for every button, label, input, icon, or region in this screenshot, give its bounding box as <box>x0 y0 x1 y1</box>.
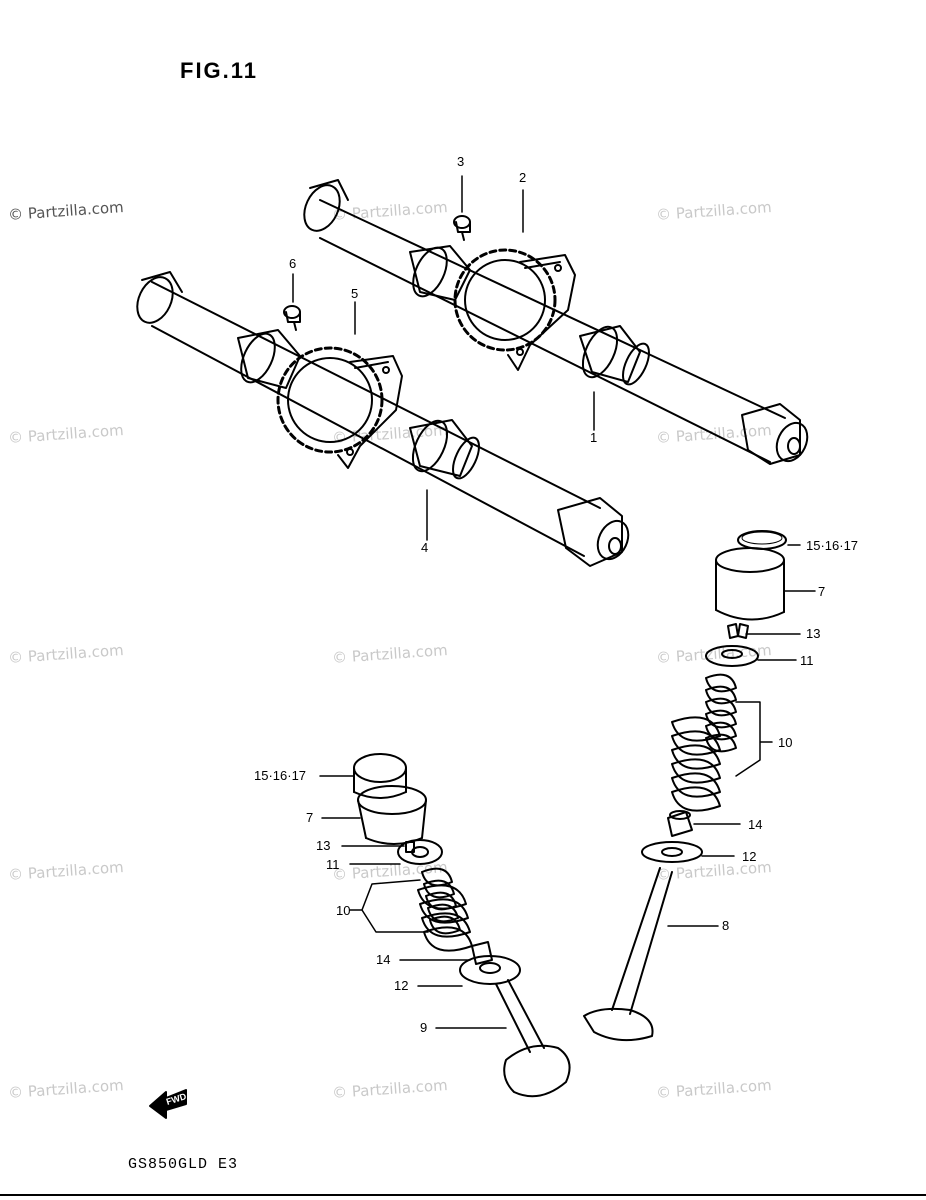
figure-title: FIG.11 <box>180 58 259 83</box>
callout-10-right: 10 <box>778 735 793 750</box>
callout-11-left: 11 <box>326 857 340 872</box>
callout-10-left: 10 <box>336 903 351 918</box>
camshaft-1 <box>303 179 809 465</box>
callout-5: 5 <box>351 286 359 301</box>
callout-7-left: 7 <box>306 810 314 825</box>
leader-lines <box>292 175 816 1029</box>
cam-sprocket-5 <box>276 346 403 469</box>
right-valve-assembly <box>583 530 787 1042</box>
callout-3: 3 <box>457 154 465 169</box>
callout-11-right: 11 <box>800 653 814 668</box>
bottom-border <box>0 1194 926 1196</box>
bolt-3 <box>453 215 471 241</box>
callout-15-16-17-right: 15·16·17 <box>806 538 859 553</box>
callout-12-left: 12 <box>394 978 409 993</box>
model-code: GS850GLD E3 <box>128 1156 239 1173</box>
callout-12-right: 12 <box>742 849 757 864</box>
callout-6: 6 <box>289 256 297 271</box>
callout-2: 2 <box>519 170 527 185</box>
callout-1: 1 <box>590 430 598 445</box>
callout-8: 8 <box>722 918 730 933</box>
callout-13-left: 13 <box>316 838 331 853</box>
camshaft-4 <box>136 271 630 567</box>
bolt-6 <box>283 305 301 331</box>
cam-sprocket-2 <box>453 248 576 371</box>
callout-4: 4 <box>421 540 429 555</box>
left-valve-assembly <box>353 753 571 1098</box>
forward-arrow-icon <box>149 1089 187 1119</box>
callout-14-left: 14 <box>376 952 391 967</box>
callout-7-right: 7 <box>818 584 826 599</box>
callout-15-16-17-left: 15·16·17 <box>254 768 307 783</box>
callout-14-right: 14 <box>748 817 763 832</box>
callout-13-right: 13 <box>806 626 821 641</box>
callout-9: 9 <box>420 1020 428 1035</box>
